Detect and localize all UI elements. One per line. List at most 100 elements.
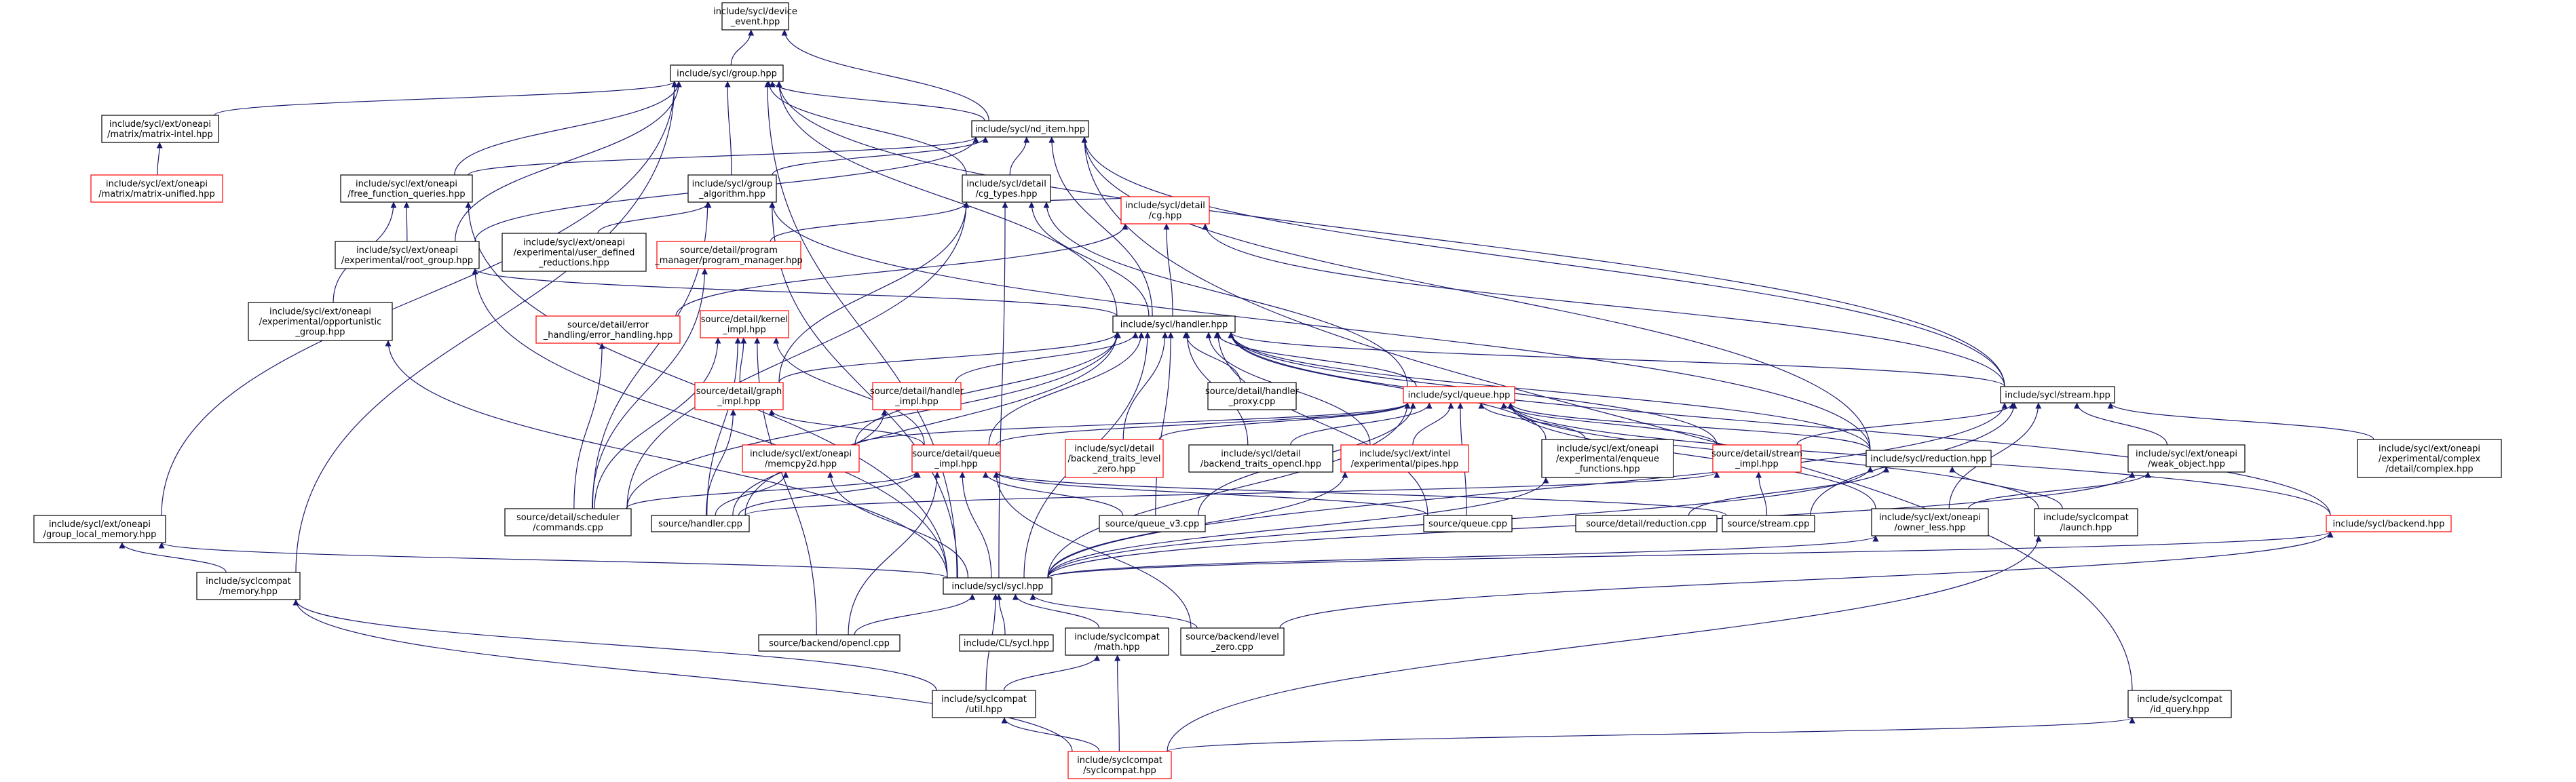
edge-queue-impl-to-kernel-impl: [773, 337, 925, 446]
node-compat-memory[interactable]: include/syclcompat/memory.hpp: [196, 572, 301, 600]
node-enqueue-functions[interactable]: include/sycl/ext/oneapi/experimental/enq…: [1541, 439, 1674, 478]
node-queue-hpp[interactable]: include/sycl/queue.hpp: [1403, 386, 1515, 404]
node-queue-v3[interactable]: source/queue_v3.cpp: [1099, 515, 1206, 532]
edge-queue-impl-to-queue-hpp: [996, 402, 1411, 446]
node-box: [340, 174, 473, 203]
node-pipes[interactable]: include/sycl/ext/intel/experimental/pipe…: [1340, 444, 1469, 473]
node-label-line: include/sycl/detail: [1221, 449, 1301, 459]
node-queue-impl[interactable]: source/detail/queue_impl.hpp: [911, 444, 1001, 473]
edge-stream-cpp-to-stream-impl: [1756, 471, 1768, 516]
node-handler-proxy[interactable]: source/detail/handler_proxy.cpp: [1205, 382, 1300, 410]
node-id-query[interactable]: include/syclcompat/id_query.hpp: [2127, 690, 2232, 718]
node-reduction-cpp[interactable]: source/detail/reduction.cpp: [1575, 515, 1718, 532]
node-label-line: source/stream.cpp: [1728, 520, 1810, 530]
edge-handler-hpp-to-cg: [1163, 223, 1173, 317]
node-box: [2357, 439, 2502, 478]
node-complex[interactable]: include/sycl/ext/oneapi/experimental/com…: [2357, 439, 2502, 478]
edge-graph-impl-to-cg-types: [778, 201, 970, 383]
node-backend-traits-level-zero[interactable]: include/sycl/detail/backend_traits_level…: [1065, 439, 1164, 478]
edge-enqueue-functions-to-queue-hpp: [1478, 402, 1586, 440]
node-cg[interactable]: include/sycl/detail/cg.hpp: [1120, 196, 1210, 224]
node-label-line: _proxy.cpp: [1228, 397, 1276, 407]
edge-reduction-cpp-to-reduction-hpp: [1688, 466, 1890, 516]
node-commands-cpp[interactable]: source/detail/scheduler/commands.cpp: [504, 508, 632, 536]
node-label-line: _zero.hpp: [1093, 465, 1136, 475]
edge-sycl-hpp-to-owner-less: [1047, 535, 1879, 579]
node-backend-traits-opencl[interactable]: include/sycl/detail/backend_traits_openc…: [1188, 444, 1333, 473]
node-backend-hpp[interactable]: include/sycl/backend.hpp: [2326, 515, 2452, 532]
node-cg-types[interactable]: include/sycl/detail/cg_types.hpp: [962, 174, 1051, 203]
node-box: [535, 315, 681, 344]
node-compat-util[interactable]: include/syclcompat/util.hpp: [932, 690, 1036, 718]
node-label-line: include/sycl/detail: [1074, 444, 1154, 454]
node-group-local-memory[interactable]: include/sycl/ext/oneapi/group_local_memo…: [33, 515, 166, 543]
edge-queue-impl-to-graph-impl: [768, 409, 924, 446]
node-label-line: /cg_types.hpp: [976, 189, 1038, 199]
node-stream-hpp[interactable]: include/sycl/stream.hpp: [2000, 386, 2115, 404]
node-opencl-cpp[interactable]: source/backend/opencl.cpp: [758, 634, 901, 652]
edge-compat-math-to-sycl-hpp: [1012, 593, 1100, 629]
node-cl-sycl[interactable]: include/CL/sycl.hpp: [959, 634, 1054, 652]
node-user-defined-reductions[interactable]: include/sycl/ext/oneapi/experimental/use…: [501, 233, 647, 272]
node-nd-item[interactable]: include/sycl/nd_item.hpp: [971, 120, 1089, 138]
edge-compat-memory-to-group: [295, 81, 678, 573]
edge-sycl-hpp-to-stream-hpp: [1047, 402, 2008, 579]
node-stream-impl[interactable]: source/detail/stream_impl.hpp: [1711, 444, 1802, 473]
node-box: [959, 634, 1054, 652]
edge-handler-hpp-to-root-group: [472, 268, 1118, 317]
node-free-function-queries[interactable]: include/sycl/ext/oneapi/free_function_qu…: [340, 174, 473, 203]
node-error-handling[interactable]: source/detail/error_handling/error_handl…: [535, 315, 681, 344]
node-box: [2034, 508, 2138, 536]
node-group[interactable]: include/sycl/group.hpp: [670, 64, 784, 82]
node-label-line: include/sycl/handler.hpp: [1120, 320, 1228, 330]
node-box: [962, 174, 1051, 203]
node-graph-impl[interactable]: source/detail/graph_impl.hpp: [694, 382, 784, 410]
node-label-line: include/sycl/reduction.hpp: [1870, 454, 1987, 465]
node-weak-object[interactable]: include/sycl/ext/oneapi/weak_object.hpp: [2127, 444, 2246, 473]
node-group-algorithm[interactable]: include/sycl/group_algorithm.hpp: [687, 174, 777, 203]
node-label-line: _functions.hpp: [1574, 465, 1640, 475]
node-matrix-intel[interactable]: include/sycl/ext/oneapi/matrix/matrix-in…: [101, 115, 219, 143]
edge-syclcompat-hpp-to-launch: [1167, 535, 2042, 752]
node-level-zero-cpp[interactable]: source/backend/level_zero.cpp: [1180, 627, 1285, 656]
node-box: [1722, 515, 1815, 532]
edge-opencl-cpp-to-queue-impl: [848, 471, 941, 636]
node-opportunistic-group[interactable]: include/sycl/ext/oneapi/experimental/opp…: [248, 302, 393, 341]
node-label-line: include/sycl/ext/oneapi: [109, 119, 211, 130]
node-syclcompat-hpp[interactable]: include/syclcompat/syclcompat.hpp: [1067, 751, 1172, 779]
edge-compat-util-to-compat-memory: [292, 599, 937, 691]
node-owner-less[interactable]: include/sycl/ext/oneapi/owner_less.hpp: [1871, 508, 1989, 536]
node-stream-cpp[interactable]: source/stream.cpp: [1722, 515, 1815, 532]
node-box: [1865, 450, 1992, 467]
edge-matrix-unified-to-matrix-intel: [156, 142, 163, 176]
node-device-event[interactable]: include/sycl/device_event.hpp: [713, 2, 797, 31]
node-handler-hpp[interactable]: include/sycl/handler.hpp: [1112, 315, 1236, 333]
node-sycl-hpp[interactable]: include/sycl/sycl.hpp: [943, 577, 1053, 595]
node-reduction-hpp[interactable]: include/sycl/reduction.hpp: [1865, 450, 1992, 467]
node-label-line: /matrix/matrix-intel.hpp: [107, 130, 213, 140]
edge-commands-cpp-to-queue-impl: [626, 471, 920, 509]
node-compat-math[interactable]: include/syclcompat/math.hpp: [1065, 627, 1169, 656]
edge-launch-to-reduction-hpp: [1949, 466, 2063, 509]
node-box: [1575, 515, 1718, 532]
node-label-line: include/sycl/ext/oneapi: [356, 179, 457, 189]
node-root-group[interactable]: include/sycl/ext/oneapi/experimental/roo…: [335, 241, 480, 269]
edge-syclcompat-hpp-to-compat-math: [1114, 654, 1121, 752]
node-program-manager[interactable]: source/detail/program_manager/program_ma…: [654, 241, 803, 269]
node-queue-cpp[interactable]: source/queue.cpp: [1423, 515, 1513, 532]
edge-handler-cpp-to-handler-hpp: [744, 332, 1120, 516]
edge-opencl-cpp-to-sycl-hpp: [854, 593, 976, 636]
edge-matrix-intel-to-group: [214, 81, 678, 116]
node-label-line: include/sycl/device: [713, 7, 797, 17]
node-memcpy2d[interactable]: include/sycl/ext/oneapi/memcpy2d.hpp: [742, 444, 860, 473]
node-label-line: include/sycl/group.hpp: [677, 69, 777, 79]
node-box: [90, 174, 223, 203]
node-matrix-unified[interactable]: include/sycl/ext/oneapi/matrix/matrix-un…: [90, 174, 223, 203]
node-handler-impl[interactable]: source/detail/handler_impl.hpp: [870, 382, 964, 410]
node-kernel-impl[interactable]: source/detail/kernel_impl.hpp: [700, 310, 789, 338]
edge-handler-hpp-to-cg-types: [1028, 201, 1150, 317]
node-launch[interactable]: include/syclcompat/launch.hpp: [2034, 508, 2138, 536]
node-box: [2000, 386, 2115, 404]
edge-queue-v3-to-handler-hpp: [1155, 332, 1174, 516]
node-handler-cpp[interactable]: source/handler.cpp: [651, 515, 750, 532]
